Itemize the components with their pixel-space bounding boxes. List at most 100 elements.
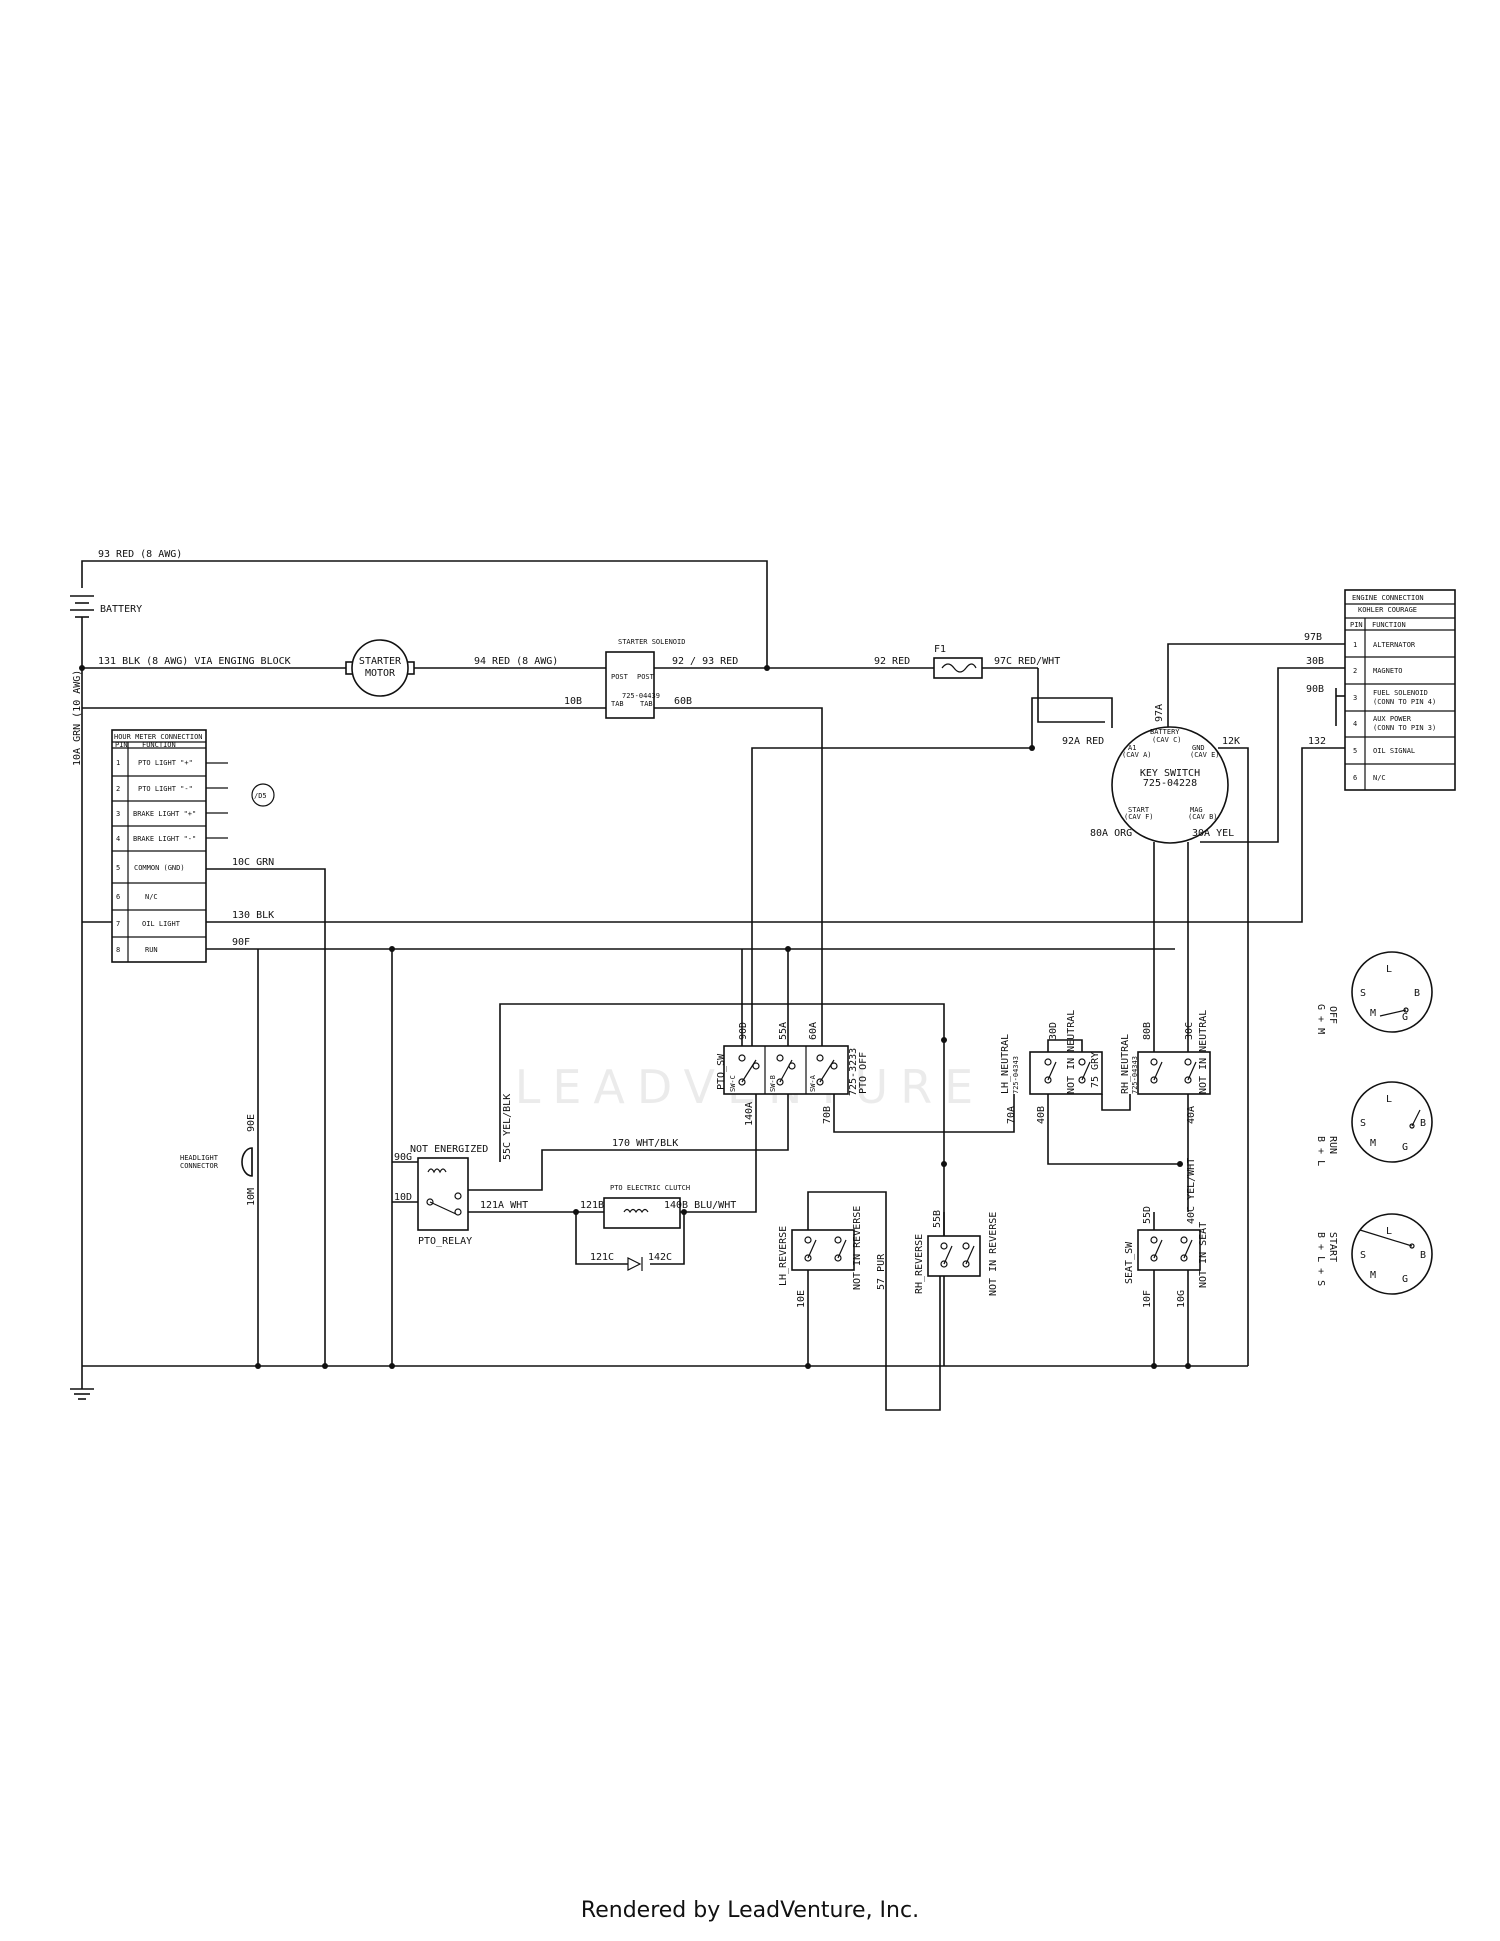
wire-labels: 93 RED (8 AWG) 131 BLK (8 AWG) VIA ENGIN…: [72, 549, 1326, 1308]
terminal-b: B: [1420, 1250, 1426, 1261]
wire-label: 10M: [246, 1188, 257, 1206]
wire-label: 30B: [1306, 656, 1324, 667]
headlight-connector-icon: [241, 1147, 253, 1177]
terminal-m: M: [1370, 1138, 1376, 1149]
starter-motor: [345, 639, 415, 697]
table-row: N/C: [145, 893, 158, 901]
hour-meter-col-pin: PIN: [115, 741, 128, 749]
wire-label: 92A RED: [1062, 736, 1104, 747]
pto-sw-label: PTO_SW: [716, 1053, 727, 1090]
wire-label: 75 GRY: [1090, 1052, 1101, 1088]
wire-label: 10D: [394, 1192, 412, 1203]
pto-sw-a: SW-A: [809, 1074, 817, 1092]
solenoid-tab-right: TAB: [640, 700, 653, 708]
key-pos-run-name: RUN: [1327, 1136, 1338, 1154]
pto-off: PTO OFF: [858, 1052, 869, 1094]
table-row: 3: [1353, 694, 1357, 702]
rh-not-in-neutral: NOT IN NEUTRAL: [1198, 1010, 1209, 1094]
key-gnd-label: GND: [1192, 744, 1205, 752]
terminal-b: B: [1420, 1118, 1426, 1129]
key-battery-label: BATTERY: [1150, 728, 1180, 736]
engine-connection-table: [1344, 589, 1456, 791]
wire-label: 93 RED (8 AWG): [98, 549, 182, 560]
hour-meter-title: HOUR METER CONNECTION: [114, 733, 203, 741]
key-pos-start-name: START: [1327, 1232, 1338, 1262]
key-start-label: START: [1128, 806, 1150, 814]
d5-bubble: [251, 783, 275, 807]
starter-motor-label-2: MOTOR: [365, 668, 396, 679]
wire-label: 70A: [1006, 1106, 1017, 1124]
wire-label: 55D: [1142, 1206, 1153, 1224]
wire-label: 70B: [822, 1106, 833, 1124]
solenoid-tab-left: TAB: [611, 700, 624, 708]
pto-relay: [417, 1157, 469, 1231]
hour-meter-col-function: FUNCTION: [142, 741, 176, 749]
table-row: PTO LIGHT "-": [138, 785, 193, 793]
engine-col-pin: PIN: [1350, 621, 1363, 629]
table-row: PTO LIGHT "+": [138, 759, 193, 767]
wire-label: 140A: [744, 1102, 755, 1126]
wire-label: 90F: [232, 937, 250, 948]
wire-label: 92 / 93 RED: [672, 656, 738, 667]
wire-label: 40A: [1186, 1106, 1197, 1124]
table-row: COMMON (GND): [134, 864, 185, 872]
table-row: (CONN TO PIN 4): [1373, 698, 1436, 706]
wire-label: 10E: [796, 1290, 807, 1308]
engine-title-1: ENGINE CONNECTION: [1352, 594, 1424, 602]
terminal-m: M: [1370, 1270, 1376, 1281]
table-row: MAGNETO: [1373, 667, 1403, 675]
key-pos-off-desc: G + M: [1315, 1004, 1326, 1034]
key-position-run: [1351, 1081, 1433, 1163]
wire-label: 131 BLK (8 AWG) VIA ENGING BLOCK: [98, 656, 291, 667]
key-gnd-sub: (CAV E): [1190, 751, 1220, 759]
lh-not-in-neutral: NOT IN NEUTRAL: [1066, 1010, 1077, 1094]
wire-label: 90D: [738, 1022, 749, 1040]
hour-meter-table: [111, 729, 228, 963]
table-row: BRAKE LIGHT "+": [133, 810, 196, 818]
lh-not-in-reverse: NOT IN REVERSE: [852, 1206, 863, 1290]
engine-title-2: KOHLER COURAGE: [1358, 606, 1417, 614]
wire-label: 10B: [564, 696, 582, 707]
rh-neutral-label: RH_NEUTRAL: [1120, 1034, 1131, 1094]
pto-relay-label: PTO_RELAY: [418, 1236, 472, 1247]
engine-col-function: FUNCTION: [1372, 621, 1406, 629]
diode-icon: [627, 1257, 643, 1271]
key-mag-label: MAG: [1190, 806, 1203, 814]
table-row: (CONN TO PIN 3): [1373, 724, 1436, 732]
wire-label: 97C RED/WHT: [994, 656, 1060, 667]
lh-reverse-label: LH_REVERSE: [778, 1226, 789, 1286]
wire-label: 94 RED (8 AWG): [474, 656, 558, 667]
wire-label: 55A: [778, 1022, 789, 1040]
wire-label: 170 WHT/BLK: [612, 1138, 678, 1149]
headlight-label: HEADLIGHT: [180, 1154, 219, 1162]
wire-label: 132: [1308, 736, 1326, 747]
wire-label: 10F: [1142, 1290, 1153, 1308]
wire-label: 10G: [1176, 1290, 1187, 1308]
starter-motor-label: STARTER: [359, 656, 402, 667]
wire-label: 10C GRN: [232, 857, 274, 868]
table-row: 4: [1353, 720, 1357, 728]
wire-label: 121C: [590, 1252, 614, 1263]
table-row: 2: [1353, 667, 1357, 675]
wire-label: 10A GRN (10 AWG): [72, 670, 83, 766]
key-switch-part: 725-04228: [1143, 778, 1197, 789]
table-row: FUEL SOLENOID: [1373, 689, 1428, 697]
table-row: 5: [1353, 747, 1357, 755]
not-energized-label: NOT ENERGIZED: [410, 1144, 488, 1155]
table-row: 4: [116, 835, 120, 843]
table-row: 1: [1353, 641, 1357, 649]
fuse-label: F1: [934, 644, 946, 655]
lh-neutral-switch: [1029, 1051, 1103, 1095]
key-switch: [1111, 726, 1229, 844]
footer-credit: Rendered by LeadVenture, Inc.: [580, 1898, 920, 1923]
table-row: 5: [116, 864, 120, 872]
table-row: 8: [116, 946, 120, 954]
solenoid-post-right: POST: [637, 673, 655, 681]
wire-label: 80A ORG: [1090, 828, 1132, 839]
wire-label: 97B: [1304, 632, 1322, 643]
wire-label: 90E: [246, 1114, 257, 1132]
hour-meter-rows: 1 PTO LIGHT "+" 2 PTO LIGHT "-" 3 BRAKE …: [116, 759, 196, 954]
table-row: AUX POWER: [1373, 715, 1412, 723]
table-row: 6: [1353, 774, 1357, 782]
